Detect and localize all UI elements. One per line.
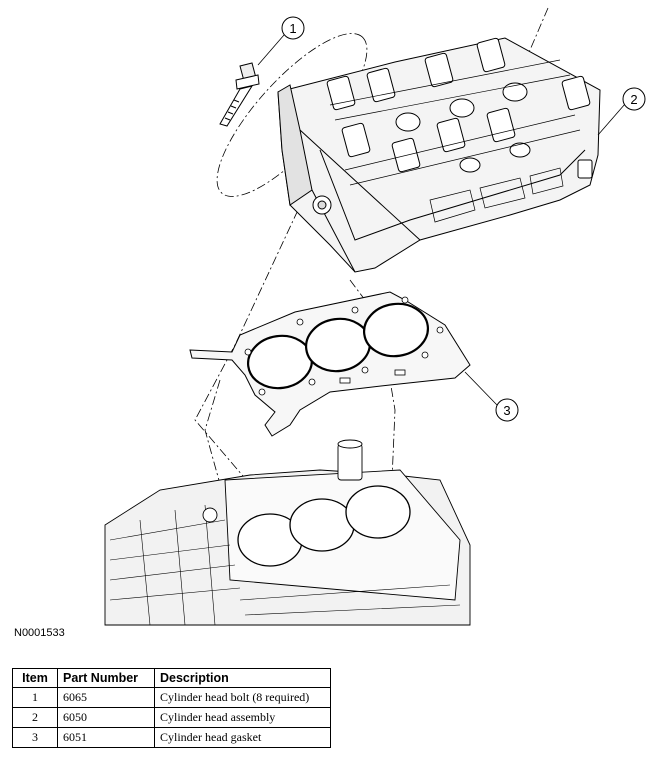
row-part-number: 6065 xyxy=(57,687,155,708)
callout-2: 2 xyxy=(597,87,646,136)
row-item: 2 xyxy=(12,707,58,728)
exploded-view-diagram: 1 2 3 xyxy=(104,7,646,626)
cylinder-head-gasket xyxy=(189,291,471,437)
table-row: 3 6051 Cylinder head gasket xyxy=(12,727,331,748)
row-item: 1 xyxy=(12,687,58,708)
row-description: Cylinder head gasket xyxy=(154,727,331,748)
table-row: 2 6050 Cylinder head assembly xyxy=(12,707,331,728)
callout-3: 3 xyxy=(464,371,519,422)
engine-block xyxy=(104,439,471,626)
header-item: Item xyxy=(12,668,58,688)
table-row: 1 6065 Cylinder head bolt (8 required) xyxy=(12,687,331,708)
header-description: Description xyxy=(154,668,331,688)
cylinder-head-bolt xyxy=(219,62,260,127)
table-header-row: Item Part Number Description xyxy=(12,668,331,688)
row-item: 3 xyxy=(12,727,58,748)
row-description: Cylinder head assembly xyxy=(154,707,331,728)
row-part-number: 6050 xyxy=(57,707,155,728)
callout-1-number: 1 xyxy=(289,21,296,36)
callout-2-number: 2 xyxy=(630,92,637,107)
header-part-number: Part Number xyxy=(57,668,155,688)
cylinder-head-assembly xyxy=(277,37,601,273)
callout-1: 1 xyxy=(257,16,305,66)
figure-id: N0001533 xyxy=(14,627,65,639)
row-part-number: 6051 xyxy=(57,727,155,748)
callout-3-number: 3 xyxy=(503,403,510,418)
row-description: Cylinder head bolt (8 required) xyxy=(154,687,331,708)
parts-table: Item Part Number Description 1 6065 Cyli… xyxy=(12,668,331,748)
